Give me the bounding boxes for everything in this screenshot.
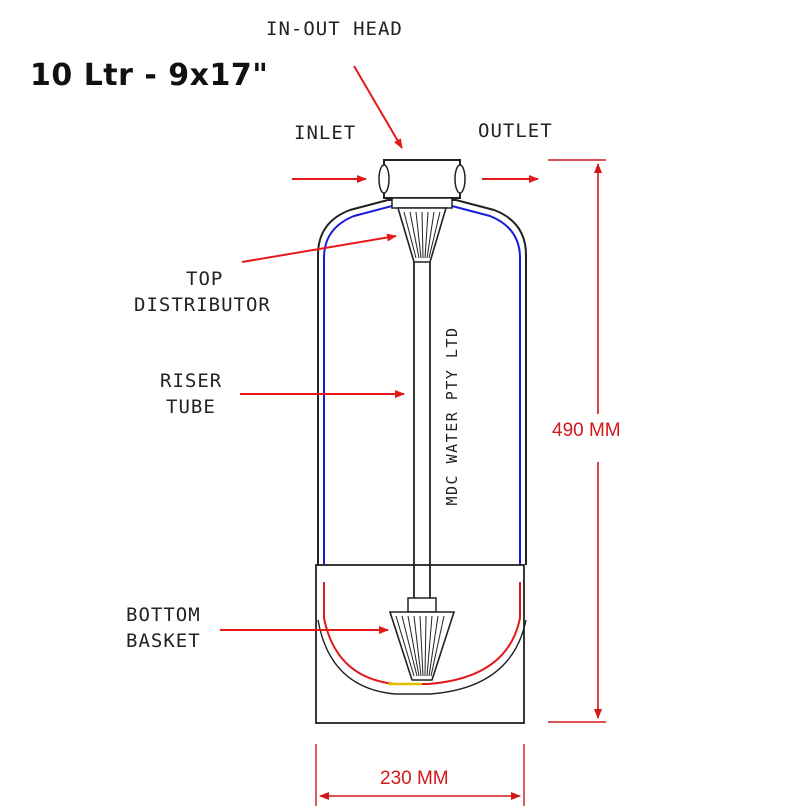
bottom-basket — [388, 597, 456, 681]
top-distributor-arrow — [241, 233, 397, 263]
base-lining — [323, 582, 521, 685]
top-distributor — [396, 207, 448, 263]
width-dimension — [315, 744, 525, 806]
height-dimension-label: 490 MM — [552, 420, 621, 441]
manufacturer-text: MDC WATER PTY LTD — [443, 326, 461, 505]
in-out-head — [378, 159, 466, 209]
inlet-label: INLET — [294, 122, 357, 144]
height-dimension — [548, 159, 606, 723]
top-distributor-label-line2: DISTRIBUTOR — [134, 294, 271, 316]
riser-tube — [413, 262, 431, 605]
bottom-basket-label-line1: BOTTOM — [126, 604, 201, 626]
riser-tube-label-line1: RISER — [160, 370, 223, 392]
in-out-head-label: IN-OUT HEAD — [266, 18, 403, 40]
width-dimension-label: 230 MM — [380, 768, 449, 789]
in-out-head-arrow — [353, 65, 403, 149]
vessel-base — [315, 564, 527, 724]
outlet-label: OUTLET — [478, 120, 553, 142]
riser-tube-label-line2: TUBE — [166, 396, 216, 418]
page-title: 10 Ltr - 9x17" — [30, 58, 269, 93]
bottom-basket-label-line2: BASKET — [126, 630, 201, 652]
top-distributor-label-line1: TOP — [186, 268, 224, 290]
